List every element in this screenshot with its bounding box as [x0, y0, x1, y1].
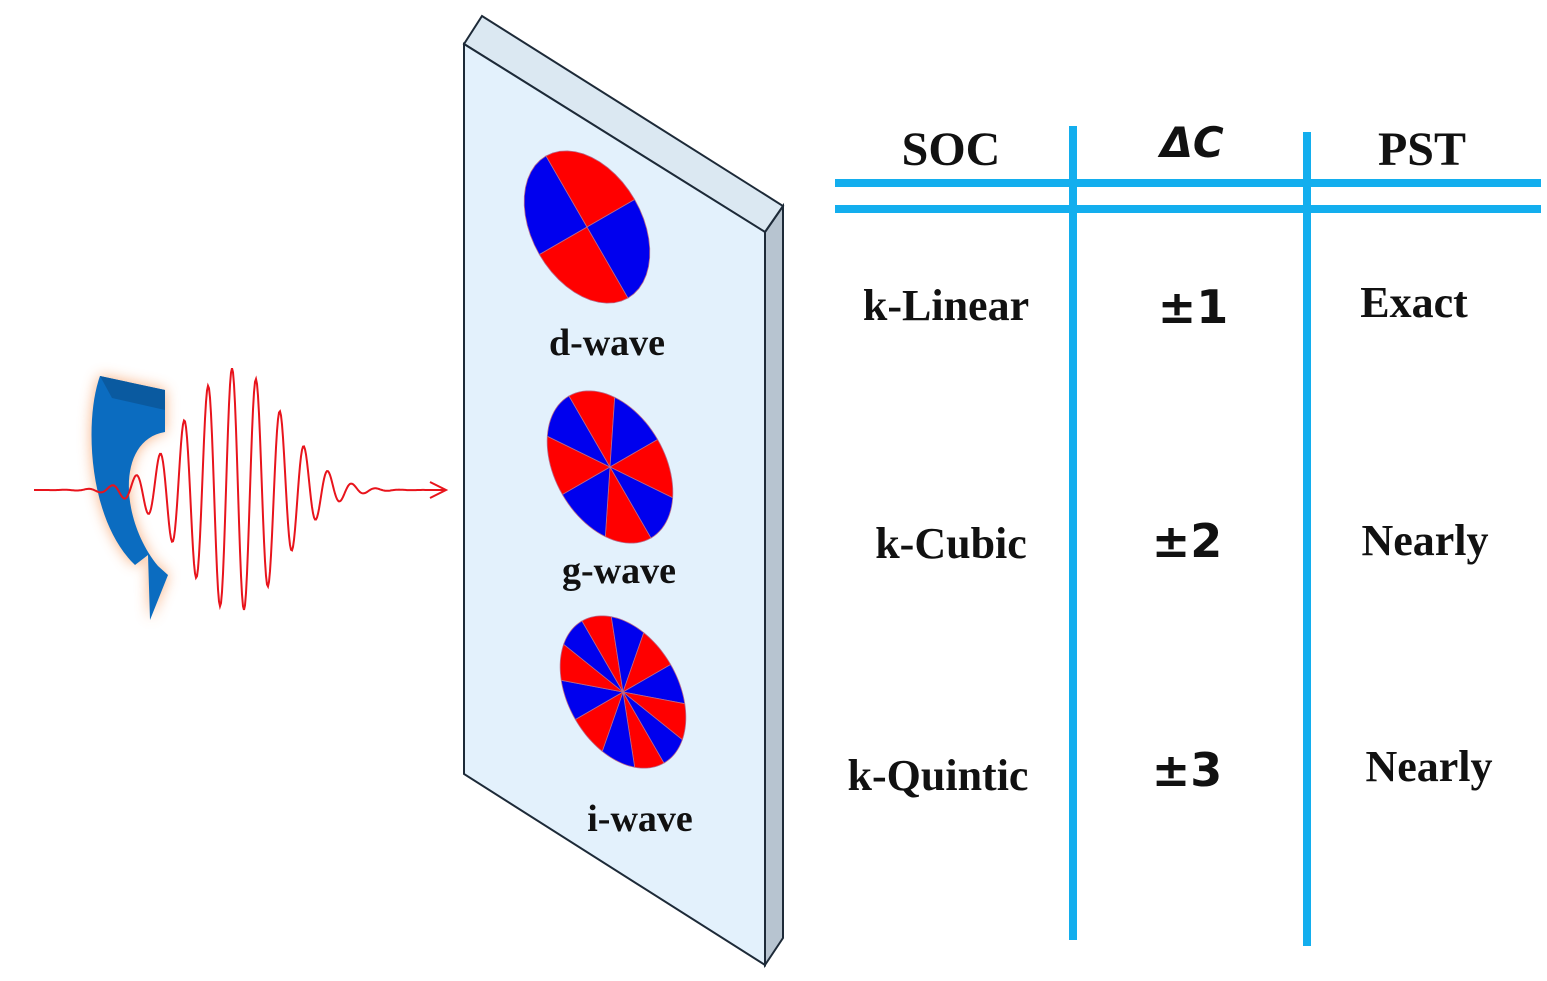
disc-sector — [545, 150, 636, 228]
row-3-delta-c: ±3 — [1152, 743, 1223, 797]
disc-sector — [609, 438, 674, 499]
disc-sector — [560, 679, 625, 721]
disc-sector — [523, 155, 588, 256]
disc-sector — [622, 691, 665, 769]
disc-sector — [568, 390, 616, 469]
pairing-disc-d — [523, 150, 651, 304]
disc-sector — [561, 466, 611, 538]
i-wave-label: i-wave — [587, 798, 693, 840]
header-pst: PST — [1378, 123, 1466, 176]
disc-sector — [622, 691, 687, 741]
disc-sector — [621, 663, 686, 705]
disc-sector — [622, 632, 672, 693]
disc-sector — [610, 616, 645, 693]
disc-sector — [609, 396, 659, 468]
light-pulse — [34, 367, 449, 620]
disc-sector — [608, 466, 674, 539]
disc-sector — [563, 620, 624, 693]
wave-packet — [34, 367, 444, 611]
row-2-delta-c: ±2 — [1152, 514, 1223, 568]
row-2-pst: Nearly — [1361, 516, 1488, 565]
disc-sector — [559, 643, 624, 693]
header-delta-c: ΔC — [1157, 118, 1224, 167]
g-wave-label: g-wave — [562, 550, 676, 592]
disc-sector — [538, 226, 629, 304]
d-wave-label: d-wave — [549, 322, 665, 364]
disc-sector — [604, 465, 652, 544]
row-1-delta-c: ±1 — [1158, 280, 1229, 334]
row-2-soc: k-Cubic — [875, 519, 1027, 568]
disc-sector — [581, 615, 624, 693]
circular-polarization-arrow-icon — [91, 376, 168, 620]
disc-sector — [574, 691, 624, 752]
disc-sector — [546, 395, 612, 468]
slab-side — [764, 202, 784, 969]
pairing-disc-i — [559, 615, 687, 769]
table-grid — [835, 126, 1541, 946]
header-soc: SOC — [902, 123, 1001, 176]
row-3-soc: k-Quintic — [848, 751, 1029, 800]
disc-sector — [546, 435, 611, 496]
row-3-pst: Nearly — [1365, 742, 1492, 791]
row-1-pst: Exact — [1360, 278, 1468, 327]
pairing-disc-g — [546, 390, 674, 544]
disc-sector — [622, 691, 683, 764]
arrow-head-icon — [429, 481, 449, 499]
row-1-soc: k-Linear — [863, 281, 1029, 330]
disc-sector — [586, 198, 651, 299]
disc-sector — [601, 691, 636, 768]
